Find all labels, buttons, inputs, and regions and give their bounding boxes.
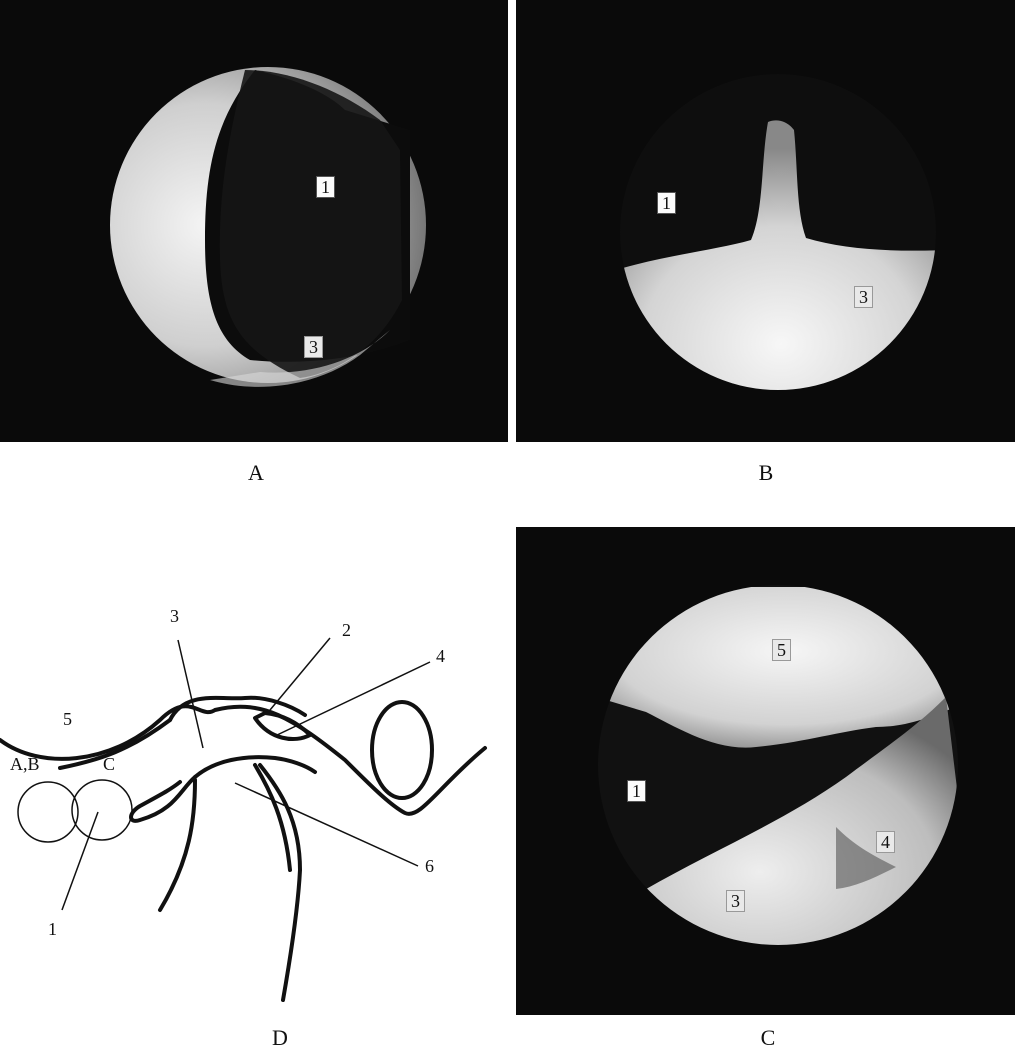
- leader-4: [275, 662, 430, 736]
- diagram-label-5: 5: [63, 709, 72, 729]
- label-3: 3: [304, 336, 323, 358]
- panel-b-scene: [516, 0, 1015, 442]
- panel-a-scene: [0, 0, 508, 442]
- label-3: 3: [854, 286, 873, 308]
- panel-d-diagram: 3 2 4 5 A,B C 6 1: [0, 520, 508, 1020]
- diagram-label-ab: A,B: [10, 754, 40, 774]
- label-3: 3: [726, 890, 745, 912]
- dark-lumen-core: [220, 70, 402, 378]
- caption-b: B: [746, 460, 786, 486]
- diagram-label-3: 3: [170, 606, 179, 626]
- middle-stem: [260, 765, 300, 1000]
- leader-1: [62, 812, 98, 910]
- caption-a: A: [236, 460, 276, 486]
- caption-c: C: [748, 1025, 788, 1051]
- caption-d: D: [260, 1025, 300, 1051]
- panel-a-photo: 1 3: [0, 0, 508, 442]
- label-4: 4: [876, 831, 895, 853]
- diagram-label-1: 1: [48, 919, 57, 939]
- label-1: 1: [657, 192, 676, 214]
- diagram-label-4: 4: [436, 646, 445, 666]
- panel-b-photo: 1 3: [516, 0, 1015, 442]
- recess-hook: [131, 777, 195, 821]
- vessel-loop: [255, 713, 310, 739]
- panel-c-photo: 5 1 4 3: [516, 527, 1015, 1015]
- label-1: 1: [316, 176, 335, 198]
- label-1: 1: [627, 780, 646, 802]
- diagram-label-6: 6: [425, 856, 434, 876]
- view-circle-ab: [18, 782, 78, 842]
- diagram-label-2: 2: [342, 620, 351, 640]
- leader-2: [270, 638, 330, 710]
- label-5: 5: [772, 639, 791, 661]
- diagram-label-c: C: [103, 754, 115, 774]
- panel-c-scene: [516, 527, 1015, 1015]
- oval-structure: [372, 702, 432, 798]
- leader-3: [178, 640, 203, 748]
- view-circle-c: [72, 780, 132, 840]
